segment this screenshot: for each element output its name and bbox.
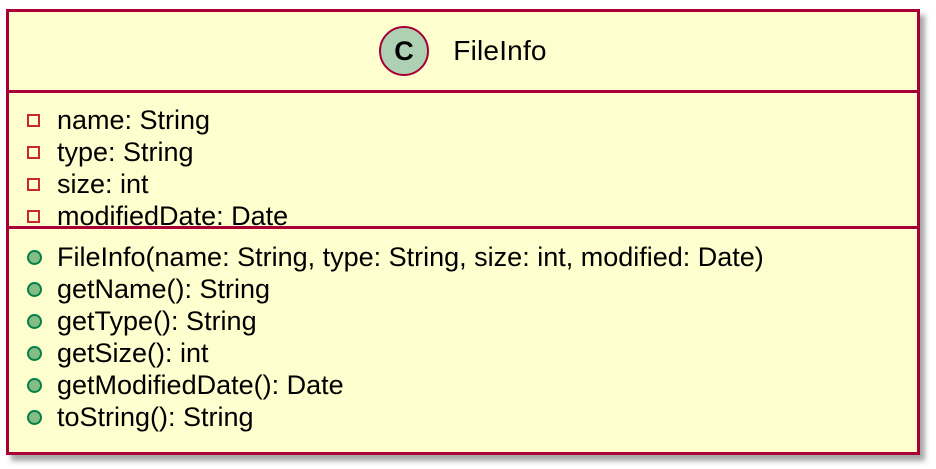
- method-text: toString(): String: [57, 401, 254, 432]
- public-visibility-icon: [27, 281, 42, 297]
- private-visibility-icon: [27, 145, 40, 159]
- method-row[interactable]: getModifiedDate(): Date: [27, 369, 917, 401]
- attribute-text: name: String: [57, 104, 211, 135]
- attribute-row[interactable]: type: String: [27, 136, 917, 168]
- method-row[interactable]: getName(): String: [27, 273, 917, 305]
- class-fileinfo[interactable]: C FileInfo name: String type: String siz…: [6, 9, 920, 455]
- private-visibility-icon: [27, 113, 40, 127]
- attribute-row[interactable]: size: int: [27, 168, 917, 200]
- method-text: getSize(): int: [57, 337, 209, 368]
- attribute-text: modifiedDate: Date: [57, 200, 289, 231]
- attribute-row[interactable]: name: String: [27, 104, 917, 136]
- methods-section: FileInfo(name: String, type: String, siz…: [9, 229, 917, 433]
- attribute-text: size: int: [57, 168, 149, 199]
- class-letter-glyph: C: [395, 37, 415, 65]
- public-visibility-icon: [27, 249, 42, 265]
- attributes-divider: [9, 226, 917, 229]
- private-visibility-icon: [27, 209, 40, 223]
- attribute-row[interactable]: modifiedDate: Date: [27, 200, 917, 232]
- public-visibility-icon: [27, 409, 42, 425]
- method-text: FileInfo(name: String, type: String, siz…: [57, 241, 764, 272]
- method-row[interactable]: getType(): String: [27, 305, 917, 337]
- public-visibility-icon: [27, 313, 42, 329]
- method-text: getType(): String: [57, 305, 257, 336]
- class-name: FileInfo: [453, 35, 547, 66]
- method-row[interactable]: FileInfo(name: String, type: String, siz…: [27, 241, 917, 273]
- header-divider: [9, 90, 917, 93]
- class-stereotype-icon: C: [379, 26, 430, 76]
- method-row[interactable]: getSize(): int: [27, 337, 917, 369]
- method-text: getModifiedDate(): Date: [57, 369, 344, 400]
- public-visibility-icon: [27, 345, 42, 361]
- class-header: C FileInfo: [9, 12, 917, 90]
- attribute-text: type: String: [57, 136, 194, 167]
- method-text: getName(): String: [57, 273, 271, 304]
- public-visibility-icon: [27, 377, 42, 393]
- attributes-section: name: String type: String size: int modi…: [9, 93, 917, 231]
- private-visibility-icon: [27, 177, 40, 191]
- svg-text:C: C: [395, 37, 415, 65]
- method-row[interactable]: toString(): String: [27, 401, 917, 433]
